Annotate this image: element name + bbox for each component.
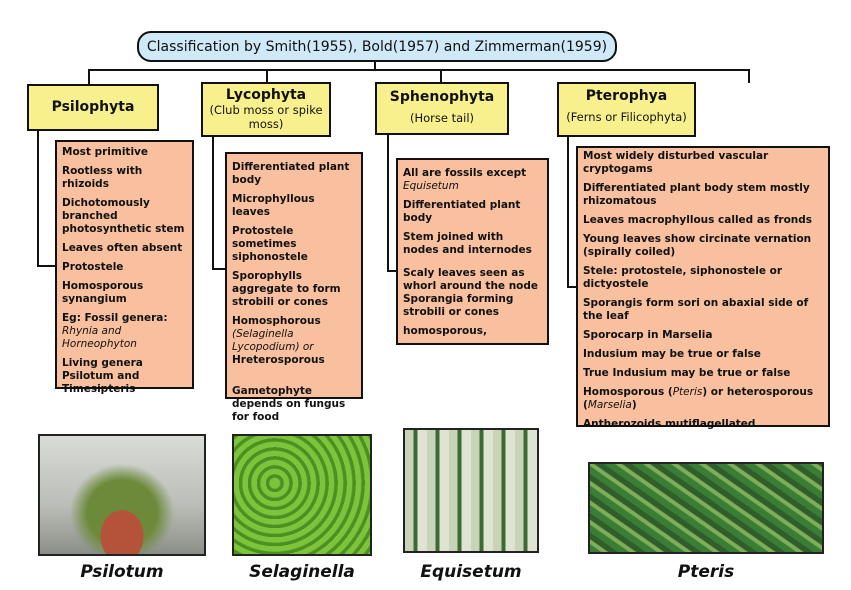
trait: homosporous, xyxy=(403,325,487,337)
trait: Leaves macrophyllous called as fronds xyxy=(583,214,813,226)
connector-line xyxy=(266,69,268,83)
group-subtitle: (Ferns or Filicophyta) xyxy=(566,110,687,124)
trait: Differentiated plant body xyxy=(403,199,521,224)
connector-line xyxy=(748,69,750,83)
trait: (Selaginella Lycopodium) or xyxy=(232,328,314,353)
connector-line xyxy=(374,60,376,70)
trait: Protostele xyxy=(62,261,124,273)
trait: Sporophylls aggregate to form strobili o… xyxy=(232,270,341,308)
caption-selaginella: Selaginella xyxy=(249,562,355,582)
connector-line xyxy=(212,137,214,270)
trait: Gametophyte depends on fungus for food xyxy=(232,385,346,423)
connector-line xyxy=(88,69,750,71)
pteris-image xyxy=(588,462,824,554)
connector-line xyxy=(387,270,398,272)
group-subtitle: (Club moss or spike moss) xyxy=(209,103,323,131)
trait: Stem joined with nodes and internodes xyxy=(403,231,532,256)
trait: Indusium may be true or false xyxy=(583,348,761,360)
connector-line xyxy=(440,69,442,83)
selaginella-image xyxy=(232,434,372,556)
trait: True Indusium may be true or false xyxy=(583,367,791,379)
connector-line xyxy=(37,131,39,267)
trait: Homosporous (Pteris) or heterosporous (M… xyxy=(583,386,823,412)
trait-text: Marselia xyxy=(587,399,632,411)
trait: Young leaves show circinate vernation (s… xyxy=(583,233,812,258)
caption-psilotum: Psilotum xyxy=(80,562,164,582)
trait: All are fossils except xyxy=(403,167,527,179)
trait: Sporangia forming strobili or cones xyxy=(403,293,514,318)
trait-text: ) or heterosporous ( xyxy=(583,386,814,411)
trait: Homosporous synangium xyxy=(62,280,144,305)
equisetum-image xyxy=(403,428,539,553)
caption-equisetum: Equisetum xyxy=(420,562,522,582)
connector-line xyxy=(567,286,578,288)
trait: Microphyllous leaves xyxy=(232,193,315,218)
connector-line xyxy=(37,265,57,267)
trait: Rootless with rhizoids xyxy=(62,165,143,190)
trait: Differentiated plant body xyxy=(232,161,350,186)
traits-pterophya: Most widely disturbed vascular cryptogam… xyxy=(576,146,830,430)
trait: Protostele sometimes siphonostele xyxy=(232,225,308,263)
header-pterophya: Pterophya (Ferns or Filicophyta) xyxy=(557,82,696,137)
trait: Living genera Psilotum and Timesipteris xyxy=(62,357,143,395)
trait: Hreterosporous xyxy=(232,354,325,366)
trait: Antherozoids mutiflagellated xyxy=(583,418,756,430)
trait: Sporangis form sori on abaxial side of t… xyxy=(583,297,809,322)
group-name: Pterophya xyxy=(585,88,668,104)
group-name: Lycophyta xyxy=(225,87,307,103)
trait: Most primitive xyxy=(62,146,149,158)
trait: Rhynia and Horneophyton xyxy=(62,325,137,350)
trait: Sporocarp in Marselia xyxy=(583,329,713,341)
trait: Homosphorous xyxy=(232,315,321,327)
connector-line xyxy=(212,268,227,270)
connector-line xyxy=(387,135,389,272)
trait: Differentiated plant body stem mostly rh… xyxy=(583,182,810,207)
diagram-title: Classification by Smith(1955), Bold(1957… xyxy=(137,31,617,62)
header-sphenophyta: Sphenophyta (Horse tail) xyxy=(375,82,509,135)
connector-line xyxy=(88,69,90,85)
traits-sphenophyta: All are fossils except Equisetum Differe… xyxy=(396,158,549,345)
header-lycophyta: Lycophyta (Club moss or spike moss) xyxy=(201,82,331,137)
trait: Stele: protostele, siphonostele or dicty… xyxy=(583,265,783,290)
connector-line xyxy=(567,137,569,288)
group-name: Sphenophyta xyxy=(389,89,495,105)
trait: Most widely disturbed vascular cryptogam… xyxy=(583,150,769,175)
trait-text: Homosporous ( xyxy=(583,386,673,398)
group-subtitle: (Horse tail) xyxy=(409,111,475,125)
trait: Dichotomously branched photosynthetic st… xyxy=(62,197,185,235)
trait-text: ) xyxy=(631,399,637,411)
trait-text: Pteris xyxy=(672,386,703,398)
trait: Scaly leaves seen as whorl around the no… xyxy=(403,267,539,292)
header-psilophyta: Psilophyta xyxy=(27,84,159,131)
group-name: Psilophyta xyxy=(51,99,135,115)
trait: Eg: Fossil genera: xyxy=(62,312,168,324)
trait: Leaves often absent xyxy=(62,242,183,254)
caption-pteris: Pteris xyxy=(677,562,735,582)
trait: Equisetum xyxy=(403,180,459,192)
psilotum-image xyxy=(38,434,206,556)
traits-psilophyta: Most primitive Rootless with rhizoids Di… xyxy=(55,140,194,395)
traits-lycophyta: Differentiated plant body Microphyllous … xyxy=(225,152,363,423)
